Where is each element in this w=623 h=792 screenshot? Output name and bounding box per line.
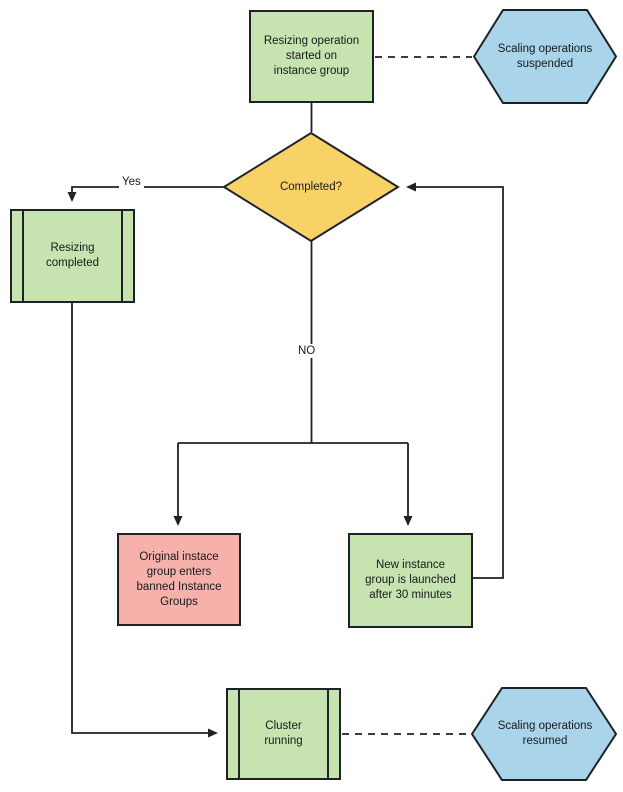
edge-decision-yes (67, 186, 224, 202)
predefined-process-right-bar (121, 211, 123, 301)
edge-label-no: NO (295, 344, 319, 358)
predefined-process-left-bar (22, 211, 24, 301)
node-banned-instance-groups: Original instace group enters banned Ins… (117, 533, 241, 626)
node-new-instance-group: New instance group is launched after 30 … (348, 533, 473, 628)
edge-new-group-loop-to-decision (406, 182, 504, 579)
node-resizing-completed: Resizing completed (10, 209, 135, 303)
edge-resizing-completed-to-cluster (71, 303, 218, 738)
node-resizing-operation-started: Resizing operation started on instance g… (249, 10, 374, 103)
edge-label-yes: Yes (119, 175, 144, 189)
suspended-hexagon (472, 9, 618, 104)
predefined-process-left-bar (238, 690, 240, 778)
resumed-hexagon (470, 687, 618, 781)
node-cluster-running-label: Cluster running (264, 720, 303, 747)
decision-diamond (222, 131, 400, 243)
predefined-process-right-bar (327, 690, 329, 778)
node-cluster-running: Cluster running (226, 688, 341, 780)
node-resizing-completed-label: Resizing completed (45, 242, 100, 269)
